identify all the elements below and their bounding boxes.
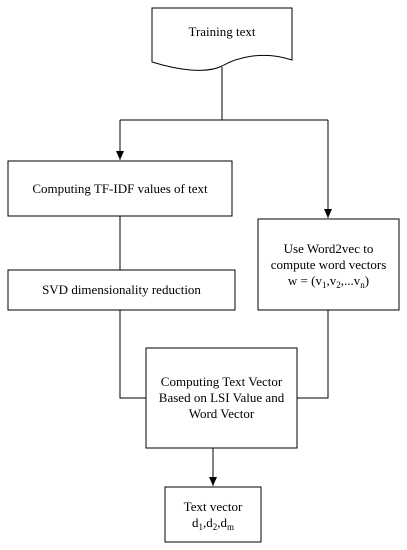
text-vector-label-container: Text vector d1,d2,dm [165, 487, 261, 542]
training-text-label-container: Training text [152, 12, 292, 52]
word2vec-label-container: Use Word2vec to compute word vectors w =… [258, 219, 399, 310]
word2vec-box [257, 218, 400, 311]
compute-vector-line-3: Word Vector [188, 406, 255, 421]
edge-training-to-split [116, 67, 332, 218]
text-vector-line-1: Text vector [183, 498, 243, 514]
tfidf-label: Computing TF-IDF values of text [32, 180, 208, 196]
compute-vector-line-2: Based on LSI Value and [158, 390, 285, 405]
word2vec-formula: w = (v1,v2,...vn) [287, 272, 370, 290]
word2vec-line-2: compute word vectors [270, 256, 387, 272]
text-vector-line-2: d1,d2,dm [191, 514, 234, 532]
training-text-label: Training text [188, 24, 256, 39]
compute-vector-line-1: Computing Text Vector [160, 374, 283, 389]
tfidf-box [7, 160, 233, 217]
edge-word2vec-to-compute [297, 310, 329, 399]
training-text-document-shape [151, 7, 293, 71]
svd-box [7, 269, 236, 311]
edge-svd-to-compute [119, 310, 146, 399]
svd-label-container: SVD dimensionality reduction [8, 270, 235, 310]
compute-vector-box [145, 347, 298, 449]
text-vector-box [164, 486, 262, 543]
svd-label: SVD dimensionality reduction [42, 282, 201, 297]
compute-vector-label-container: Computing Text Vector Based on LSI Value… [146, 348, 297, 448]
tfidf-label-container: Computing TF-IDF values of text [8, 161, 232, 216]
word2vec-line-1: Use Word2vec to [283, 240, 374, 256]
